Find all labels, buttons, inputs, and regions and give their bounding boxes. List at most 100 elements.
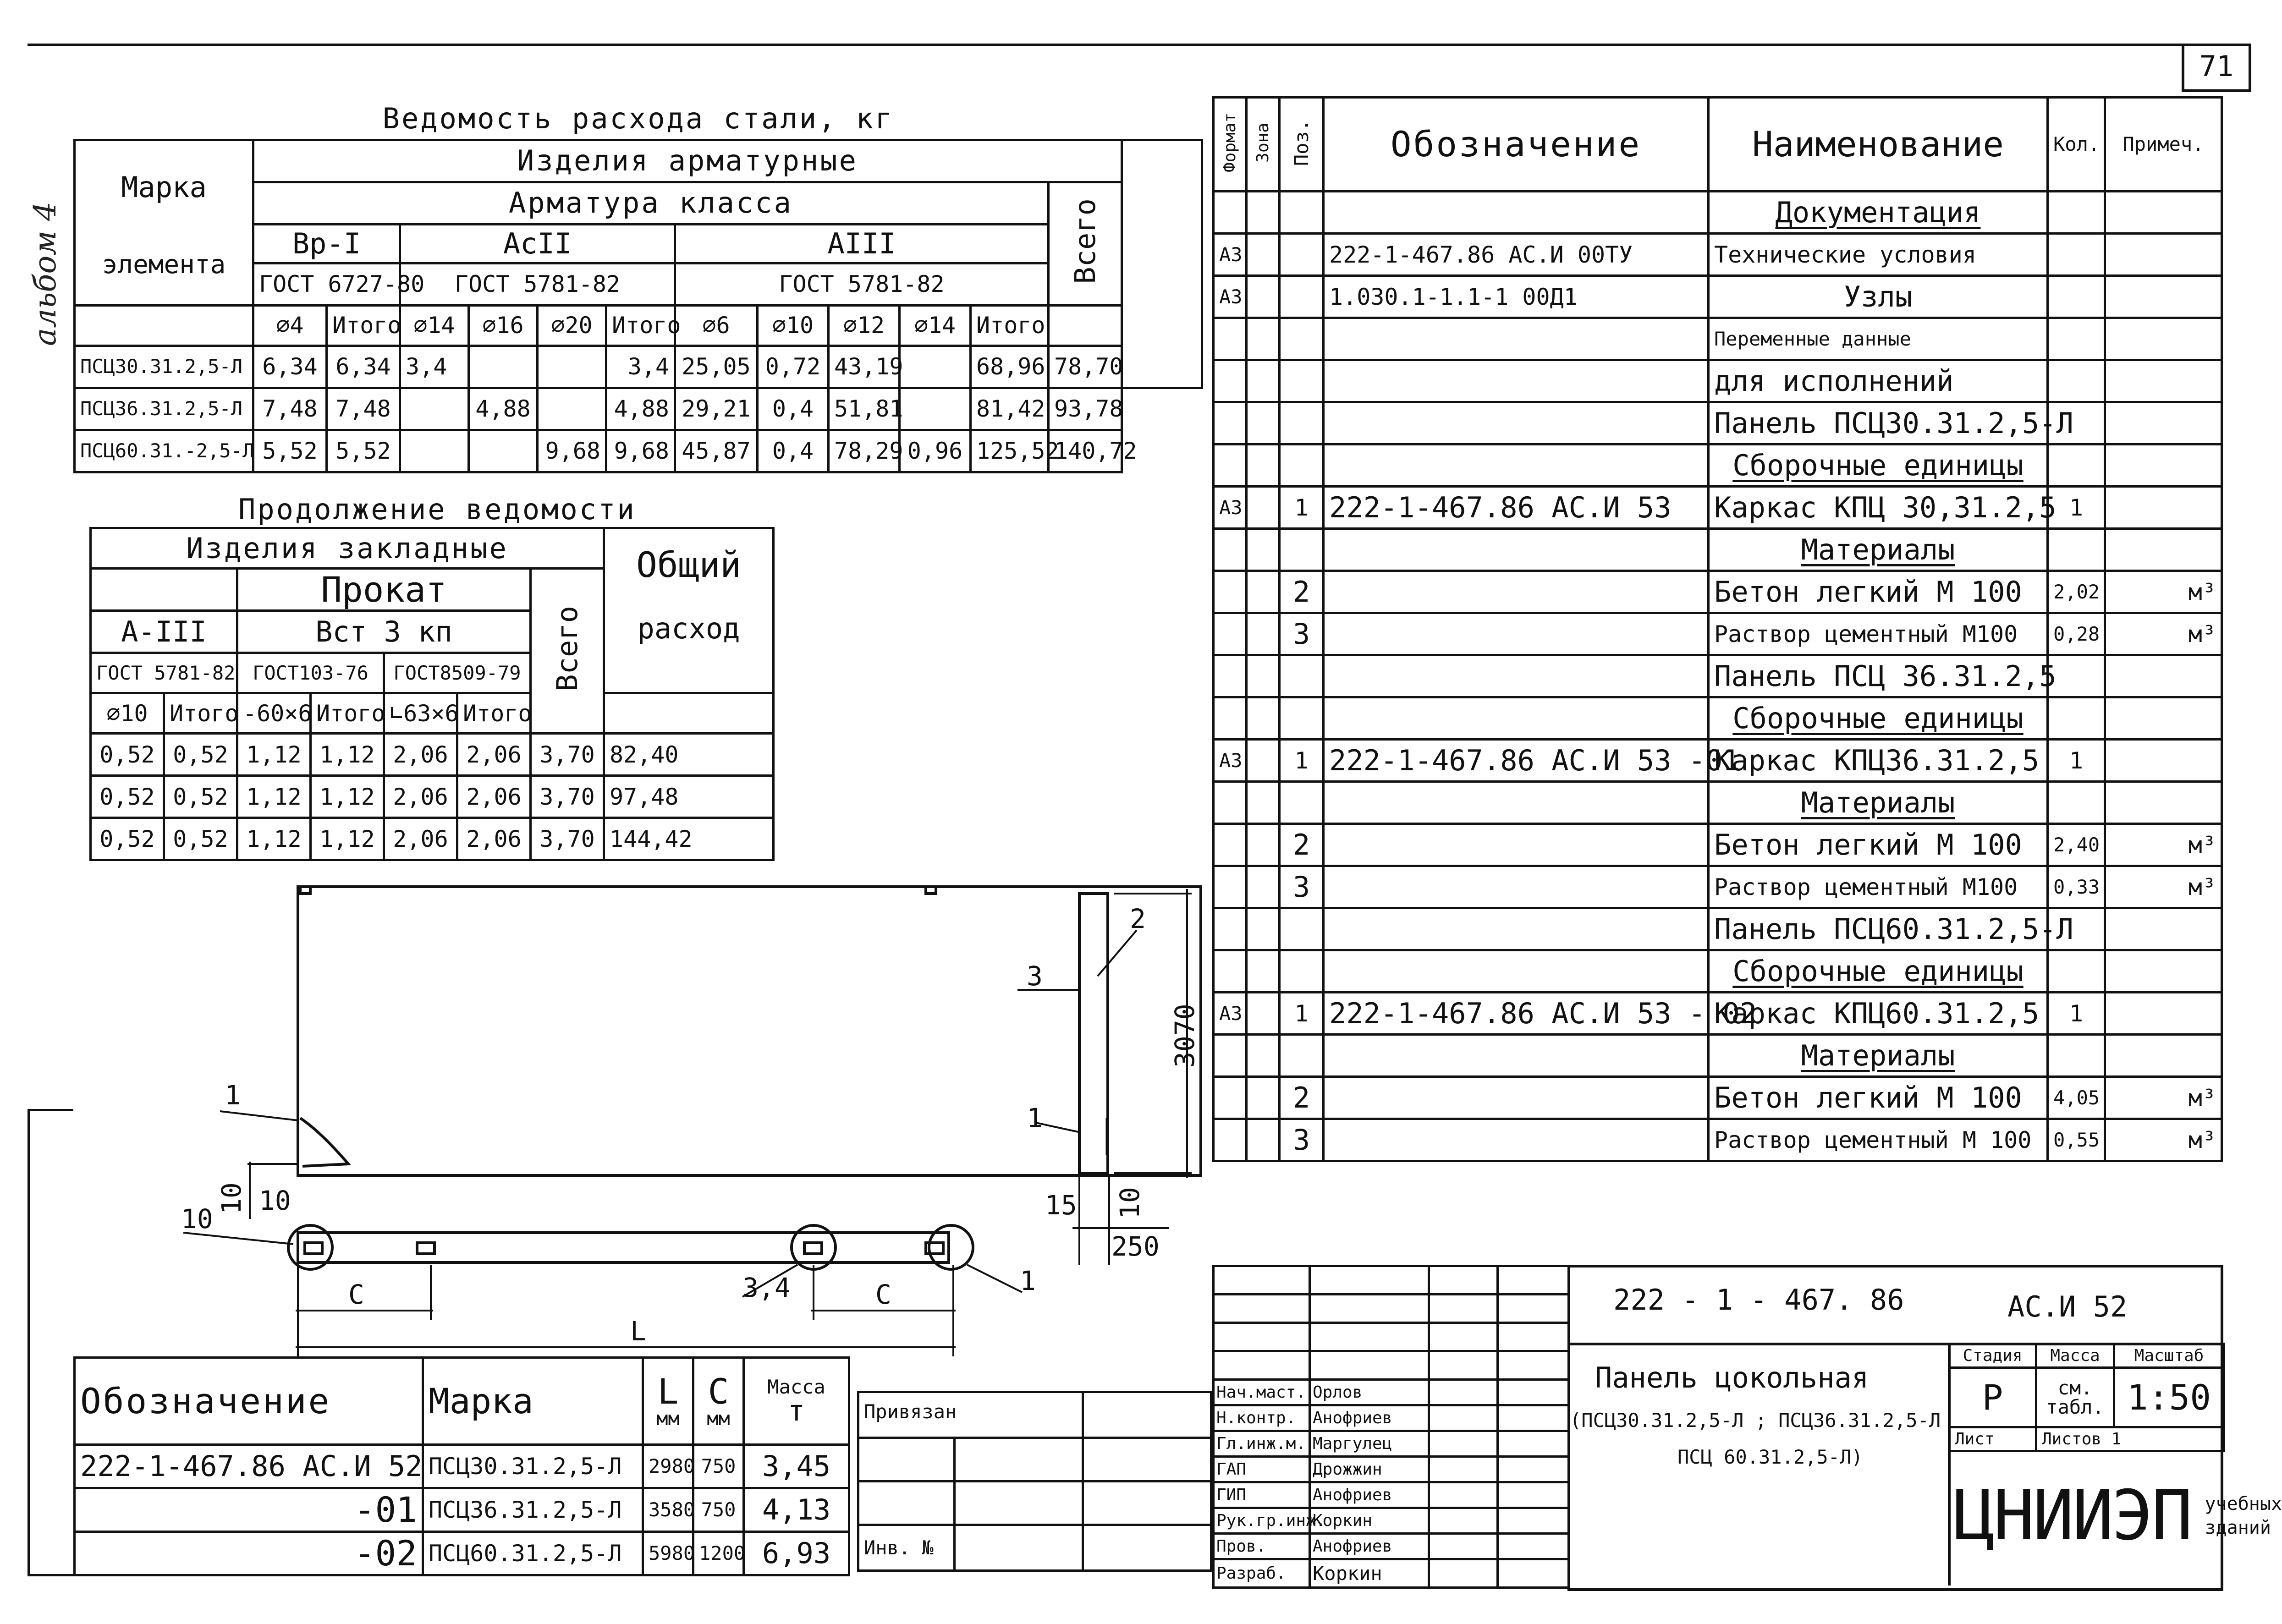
cell: 3,4 [399,344,470,389]
role: Разраб. [1212,1558,1311,1589]
cell: А3 [1212,485,1248,530]
section-heading: Материалы [1801,1038,1955,1072]
table-row: 0,52 0,52 1,12 1,12 2,06 2,06 3,70 144,4… [89,817,775,861]
cell [2046,317,2106,361]
cell [1322,865,1710,909]
cell: 0,52 [89,817,165,861]
pos-1-label: 1 [225,1080,241,1111]
cell: Материалы [1707,780,2049,825]
cell: 1,12 [309,732,385,777]
drawing-name-line3: ПСЦ 60.31.2,5-Л) [1677,1446,1863,1468]
format-header: Формат [1212,96,1248,192]
page-number: 71 [2199,49,2234,83]
cell [2104,696,2223,741]
cell [1278,780,1325,825]
cell [1278,696,1325,741]
leader-line [1097,929,1138,977]
cell: 1 [2046,991,2106,1036]
cell [1212,190,1248,235]
col-head: ⌀10 [89,692,165,735]
dim-c-right: С [875,1279,891,1310]
cell: 29,21 [674,386,759,431]
cell [1322,654,1710,698]
table-row: -02 ПСЦ60.31.2,5-Л 5980 1200 6,93 [73,1531,850,1576]
cell: ПСЦ36.31.2,5-Л [422,1487,644,1533]
cell: Технические условия [1707,232,2049,277]
title-block-roles: Нач.маст.Орлов Н.контр.Анофриев Гл.инж.м… [1212,1265,1570,1589]
person: Анофриев [1309,1404,1430,1432]
cell: 7,48 [252,386,328,431]
page-number-box: 71 [2182,44,2251,92]
pos-3-label: 3 [1027,960,1043,992]
col-head: Итого [163,692,239,735]
dim-c-left: С [348,1279,364,1310]
section-heading: Документация [1775,195,1981,229]
cell [2046,1033,2106,1078]
cell: Каркас КПЦ60.31.2,5 [1707,991,2049,1036]
cell: Сборочные единицы [1707,696,2049,741]
cell: 2,06 [383,817,458,861]
role: Гл.инж.м. [1212,1430,1311,1458]
person: Орлов [1309,1378,1430,1406]
col-head: ⌀16 [467,304,539,347]
cell: м³ [2104,1118,2223,1162]
cell: 222-1-467.86 АС.И 53 - 02 [1322,991,1757,1036]
table-row: Панель ПСЦ30.31.2,5-Л [1212,401,2223,445]
dim-10-label: 10 [259,1185,291,1216]
cell [2104,274,2223,319]
leader-line [220,1110,298,1121]
col-head: ⌀14 [898,304,972,347]
cell: 25,05 [674,344,759,389]
cell: 9,68 [536,428,607,473]
pos-2-label: 2 [1130,903,1146,934]
mm-label: мм [656,1407,680,1430]
cell: 78,29 [827,428,903,473]
table-row: -01 ПСЦ36.31.2,5-Л 3580 750 4,13 [73,1487,850,1533]
diameter-row: ⌀4 Итого ⌀14 ⌀16 ⌀20 Итого ⌀6 ⌀10 ⌀12 ⌀1… [73,304,1202,347]
cell: 1 [1278,485,1325,530]
cell [1322,780,1710,825]
embed-mark [303,1241,324,1255]
cell [1278,907,1325,951]
sheets-header: Листов 1 [2035,1426,2225,1452]
cell [1278,949,1325,993]
cell: 81,42 [969,386,1050,431]
cell [1212,317,1248,361]
cell [1322,190,1710,235]
detail-circle-left [287,1224,334,1271]
lifting-loop-right [924,885,937,895]
cell: -02 [73,1531,424,1576]
cell [1212,443,1248,488]
person: Анофриев [1309,1532,1430,1560]
steel-table-title: Ведомость расхода стали, кг [74,99,1202,141]
document-code: АС.И 52 [2007,1290,2128,1323]
cell [1322,1075,1710,1120]
cell [2104,907,2223,951]
cell: 3580 [642,1487,695,1533]
role-row: Нач.маст.Орлов [1212,1378,1570,1406]
cell: 2980 [642,1443,695,1489]
cell [467,428,539,473]
total-consumption-header: Общий расход [603,527,775,694]
cell [1322,949,1710,993]
table-row: Сборочные единицы [1212,949,2223,993]
cell: 125,52 [969,428,1059,473]
cell: 82,40 [603,732,775,777]
cell: А3 [1212,738,1248,783]
cell: 0,28 [2046,612,2106,656]
cell: 51,81 [827,386,903,431]
specification-table: Формат Зона Поз. Обозначение Наименовани… [1212,96,2223,1162]
binding-strip [27,1109,73,1576]
row-mark: ПСЦ30.31.2,5-Л [73,344,254,389]
cell [399,428,470,473]
cell [536,344,607,389]
cell: 750 [692,1443,745,1489]
gost-2: ГОСТ103-76 [236,652,385,694]
col-head: Итого [969,304,1050,347]
cell: А3 [1212,991,1248,1036]
cell: 3,70 [529,817,605,861]
gost-bp: ГОСТ 6727-80 [252,262,424,307]
